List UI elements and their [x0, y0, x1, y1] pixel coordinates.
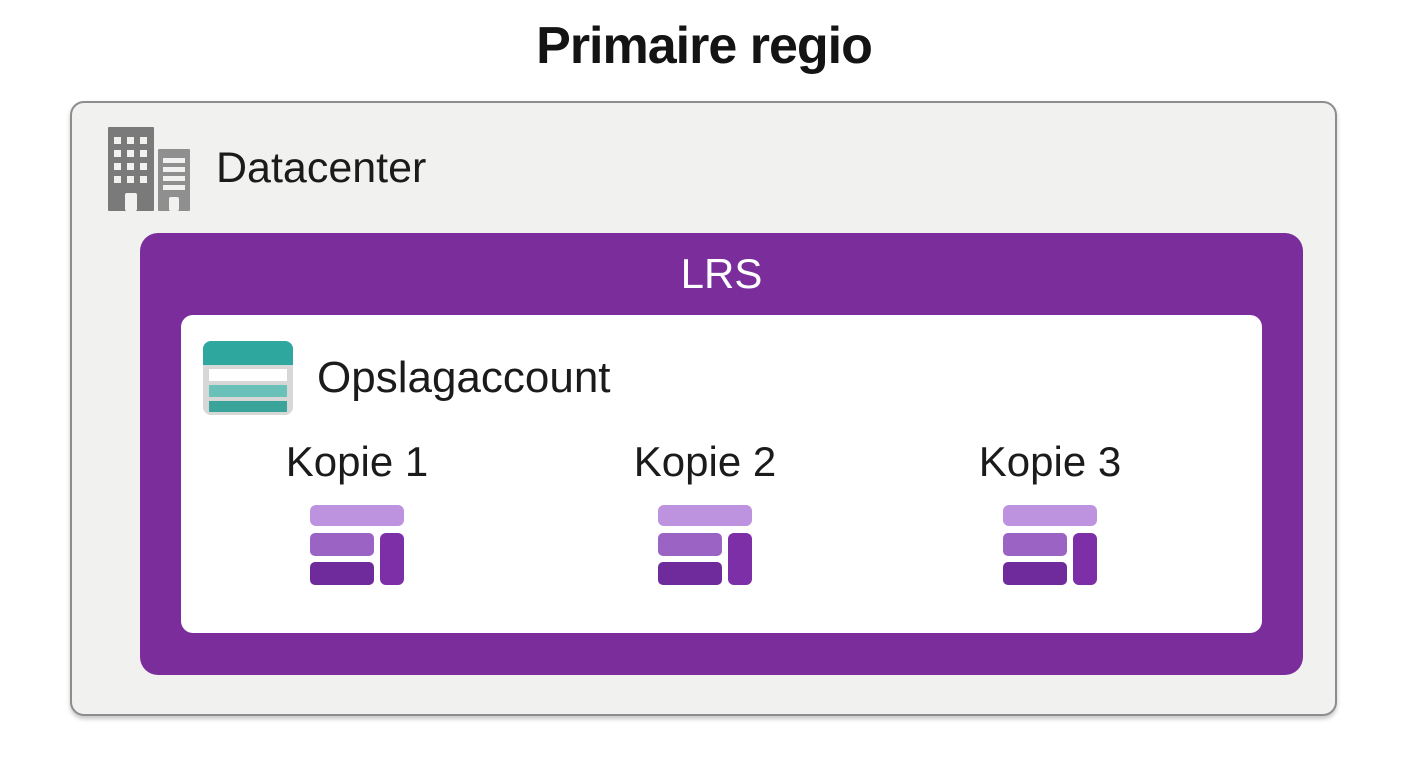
- primary-region-box: Datacenter LRS Opslagaccount Kopie 1: [70, 101, 1337, 716]
- storage-account-label: Opslagaccount: [317, 353, 611, 402]
- copy-1-label: Kopie 1: [285, 438, 429, 485]
- storage-account-icon: [203, 341, 293, 415]
- lrs-label: LRS: [680, 250, 763, 297]
- copy-icon: [1003, 505, 1097, 585]
- storage-account-row: Opslagaccount: [203, 341, 611, 415]
- page-title: Primaire regio: [536, 17, 873, 75]
- copy-icon: [310, 505, 404, 585]
- datacenter-label: Datacenter: [216, 143, 427, 192]
- copy-2-label: Kopie 2: [633, 438, 777, 485]
- copy-column-2: Kopie 2: [585, 433, 825, 585]
- copy-3-label: Kopie 3: [978, 438, 1122, 485]
- datacenter-row: Datacenter: [102, 123, 426, 213]
- copy-icon: [658, 505, 752, 585]
- datacenter-icon: [108, 127, 190, 211]
- lrs-box: LRS Opslagaccount Kopie 1: [140, 233, 1303, 675]
- copy-column-3: Kopie 3: [930, 433, 1170, 585]
- copy-column-1: Kopie 1: [237, 433, 477, 585]
- storage-account-box: Opslagaccount Kopie 1 Kopie 2: [181, 315, 1262, 633]
